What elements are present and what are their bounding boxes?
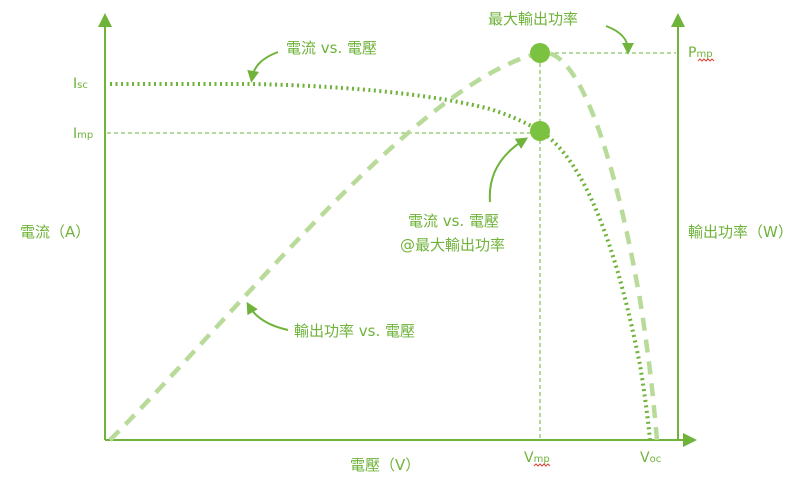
tick-vmp: Vmp bbox=[524, 450, 550, 466]
tick-voc: Voc bbox=[640, 450, 661, 466]
tick-isc-sub: sc bbox=[77, 80, 88, 91]
max-power-point-marker bbox=[530, 43, 550, 63]
label-max-output-power: 最大輸出功率 bbox=[488, 10, 578, 28]
callout-arrow-current-vs-voltage bbox=[247, 51, 279, 83]
current-at-mpp-marker bbox=[530, 121, 550, 141]
tick-imp-sub: mp bbox=[77, 130, 93, 141]
current-voltage-curve bbox=[110, 82, 652, 441]
tick-isc-main: I bbox=[73, 76, 77, 92]
tick-imp-main: I bbox=[73, 126, 77, 142]
spellcheck-underline-pmp bbox=[697, 58, 715, 62]
callout-arrow-power-vs-voltage bbox=[246, 301, 289, 331]
callout-arrow-current-at-mpp bbox=[488, 137, 529, 203]
label-current-vs-voltage: 電流 vs. 電壓 bbox=[286, 39, 377, 57]
power-voltage-curve bbox=[108, 50, 660, 442]
label-current-at-mpp-line1: 電流 vs. 電壓 bbox=[408, 212, 499, 230]
tick-vmp-sub: mp bbox=[534, 454, 550, 465]
label-power-vs-voltage: 輸出功率 vs. 電壓 bbox=[294, 322, 415, 340]
tick-vmp-main: V bbox=[524, 450, 534, 466]
x-axis-title: 電壓（V） bbox=[350, 456, 420, 474]
tick-isc: Isc bbox=[73, 76, 88, 92]
tick-pmp-sub: mp bbox=[696, 49, 712, 60]
tick-imp: Imp bbox=[73, 126, 93, 142]
tick-voc-main: V bbox=[640, 450, 650, 466]
tick-pmp-main: P bbox=[688, 45, 696, 61]
tick-voc-sub: oc bbox=[650, 454, 662, 465]
y-left-axis-title: 電流（A） bbox=[20, 223, 90, 241]
y-right-axis-title: 輸出功率（W） bbox=[688, 223, 793, 241]
spellcheck-underline-vmp bbox=[533, 463, 551, 467]
callout-arrow-max-output-power bbox=[605, 25, 634, 55]
tick-pmp: Pmp bbox=[688, 45, 713, 61]
label-current-at-mpp-line2: @最大輸出功率 bbox=[400, 236, 505, 254]
